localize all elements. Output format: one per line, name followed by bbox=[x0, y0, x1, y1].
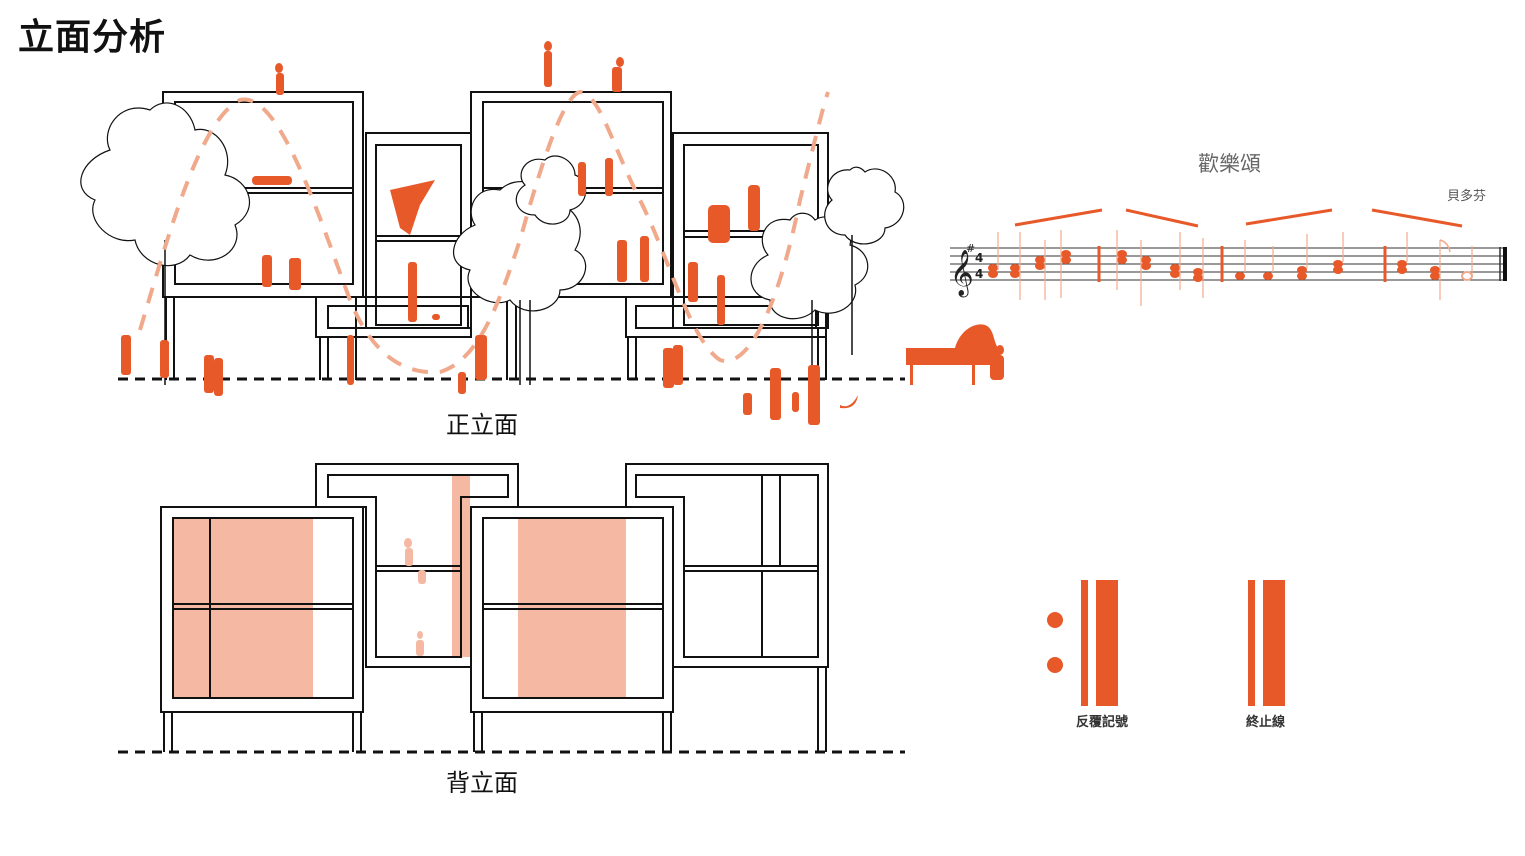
people-silhouettes bbox=[121, 41, 1004, 425]
piano-icon bbox=[906, 324, 1000, 365]
score-title: 歡樂頌 bbox=[1198, 152, 1261, 176]
phrase-slurs bbox=[1014, 208, 1463, 228]
composer-label: 貝多芬 bbox=[1447, 189, 1487, 204]
back-elevation-caption: 背立面 bbox=[446, 769, 518, 797]
note-stems bbox=[997, 230, 1473, 306]
svg-text:4: 4 bbox=[975, 267, 983, 281]
key-signature-sharp: # bbox=[966, 242, 975, 255]
treble-clef-icon: 𝄞 bbox=[950, 250, 974, 298]
svg-text:4: 4 bbox=[975, 251, 983, 265]
bar-lines bbox=[1097, 246, 1387, 282]
repeat-sign-icon bbox=[1047, 580, 1118, 706]
final-barline-icon bbox=[1248, 580, 1285, 706]
final-barline-label: 終止線 bbox=[1246, 715, 1286, 730]
notes bbox=[988, 250, 1440, 282]
repeat-sign-label: 反覆記號 bbox=[1076, 715, 1129, 730]
melody-curve bbox=[138, 89, 830, 375]
front-elevation-caption: 正立面 bbox=[446, 411, 518, 439]
page-title: 立面分析 bbox=[18, 17, 167, 58]
